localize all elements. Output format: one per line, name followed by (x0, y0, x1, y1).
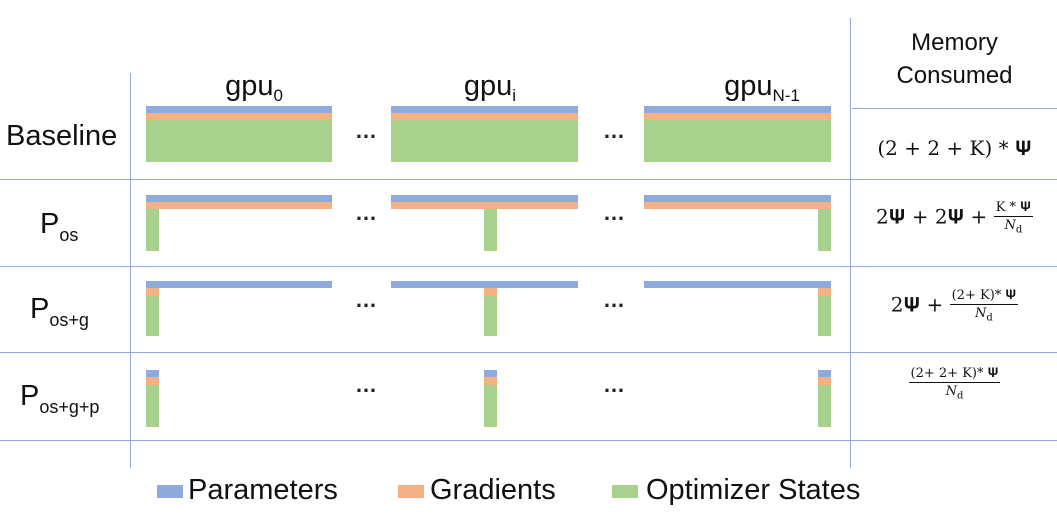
parameters-bar (146, 281, 332, 288)
gpu-header-first: gpu0 (225, 70, 283, 105)
legend-gradients-label: Gradients (430, 474, 556, 506)
gradients-bar (391, 113, 578, 120)
parameters-shard (818, 370, 831, 377)
optimizer-states-shard (146, 385, 159, 427)
legend-gradients-swatch (398, 485, 424, 498)
row-label-pos: Pos (40, 208, 79, 245)
optimizer-states-shard (484, 385, 497, 427)
parameters-shard (484, 370, 497, 377)
optimizer-states-shard (818, 209, 831, 251)
gradients-shard (818, 288, 831, 296)
memory-header-divider (852, 108, 1057, 109)
gradients-bar (644, 113, 831, 120)
parameters-shard (146, 370, 159, 377)
parameters-bar (391, 106, 578, 113)
parameters-bar (644, 281, 831, 288)
ellipsis-posgp-1: … (355, 372, 377, 397)
parameters-bar (391, 281, 578, 288)
parameters-bar (391, 195, 578, 202)
ellipsis-posg-1: … (355, 287, 377, 312)
row-label-baseline: Baseline (6, 120, 118, 152)
parameters-bar (146, 195, 332, 202)
optimizer-states-shard (484, 209, 497, 251)
ellipsis-posgp-2: … (603, 372, 625, 397)
gradients-shard (146, 377, 159, 385)
row-divider-3 (0, 352, 1057, 353)
optimizer-states-shard (146, 209, 159, 251)
optimizer-states-shard (484, 296, 497, 336)
grid-left-vertical-line (130, 73, 131, 468)
legend-optimizer-states-swatch (612, 485, 638, 498)
ellipsis-pos-2: … (603, 200, 625, 225)
parameters-bar (644, 106, 831, 113)
formula-baseline: (2 + 2 + K) * 𝚿 (877, 136, 1032, 160)
optimizer-states-bar (644, 120, 831, 162)
gradients-bar (644, 202, 831, 209)
row-label-pos-g: Pos+g (30, 293, 89, 330)
gradients-bar (146, 202, 332, 209)
gradients-bar (391, 202, 578, 209)
optimizer-states-shard (146, 296, 159, 336)
row-divider-4 (0, 440, 1057, 441)
gpu-header-middle: gpui (463, 70, 517, 105)
parameters-bar (644, 195, 831, 202)
optimizer-states-shard (818, 296, 831, 336)
memory-consumed-header: Memory Consumed (896, 29, 1013, 89)
legend-parameters-label: Parameters (188, 474, 338, 506)
legend-parameters-swatch (157, 485, 183, 498)
row-divider-2 (0, 266, 1057, 267)
row-label-pos-g-p: Pos+g+p (20, 380, 100, 417)
gradients-bar (146, 113, 332, 120)
optimizer-states-bar (391, 120, 578, 162)
optimizer-states-shard (818, 385, 831, 427)
gradients-shard (484, 288, 497, 296)
ellipsis-baseline-2: … (603, 118, 625, 143)
legend-optimizer-states-label: Optimizer States (646, 474, 861, 506)
ellipsis-baseline-1: … (355, 118, 377, 143)
gradients-shard (818, 377, 831, 385)
grid-right-vertical-line (850, 18, 851, 468)
gpu-header-last: gpuN-1 (724, 70, 800, 105)
row-divider-1 (0, 179, 1057, 180)
ellipsis-posg-2: … (603, 287, 625, 312)
optimizer-states-bar (146, 120, 332, 162)
parameters-bar (146, 106, 332, 113)
gradients-shard (146, 288, 159, 296)
gradients-shard (484, 377, 497, 385)
ellipsis-pos-1: … (355, 200, 377, 225)
